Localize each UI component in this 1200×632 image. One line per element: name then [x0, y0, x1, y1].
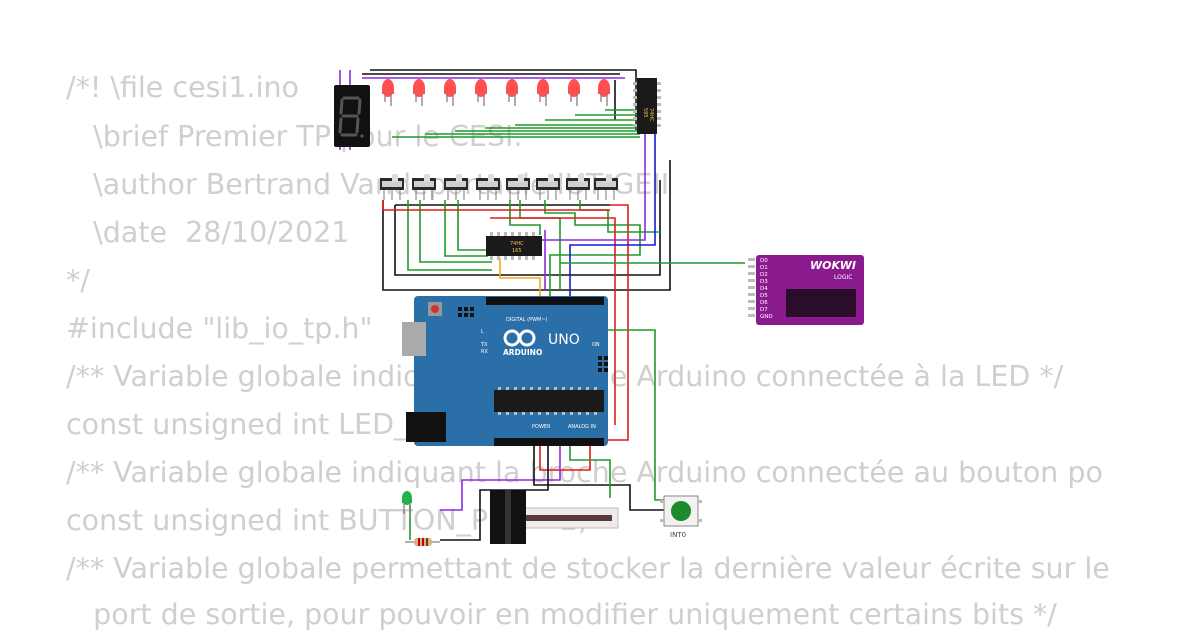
code-line: */ — [66, 264, 90, 297]
channel-label: D3 — [760, 279, 768, 285]
l-label: L — [481, 329, 484, 335]
power-label: POWER — [532, 424, 551, 430]
led-icon — [506, 79, 518, 106]
code-line: /** Variable globale permettant de stock… — [66, 552, 1110, 585]
shift-register-595[interactable]: 74HC 595 — [633, 78, 661, 134]
led-icon — [444, 79, 456, 106]
slide-switch — [476, 174, 500, 200]
slide-switch — [536, 174, 560, 200]
green-led-icon[interactable] — [402, 491, 412, 518]
usb-connector — [402, 322, 426, 356]
channel-label: D4 — [760, 286, 768, 292]
chip-label: 165 — [512, 248, 522, 254]
channel-label: D1 — [760, 265, 768, 271]
channel-label: D2 — [760, 272, 768, 278]
code-line: \date 28/10/2021 — [66, 216, 350, 249]
int0-push-button[interactable]: INT0 — [660, 495, 702, 539]
chip-label: 74HC — [648, 108, 654, 122]
shift-register-165[interactable]: 74HC 165 — [486, 232, 542, 260]
button-label: INT0 — [670, 531, 686, 539]
atmega-chip — [494, 390, 604, 412]
arduino-uno-board[interactable]: DIGITAL (PWM~) ARDUINO UNO ON L TX RX PO… — [402, 296, 608, 446]
channel-label: D7 — [760, 307, 768, 313]
slide-switch — [380, 174, 404, 200]
button-cap[interactable] — [671, 501, 691, 521]
on-label: ON — [592, 342, 600, 348]
power-analog-header — [494, 438, 604, 446]
brand-label: ARDUINO — [503, 348, 542, 357]
slide-switch — [594, 174, 618, 200]
channel-label: GND — [760, 314, 773, 320]
analyzer-brand: WOKWI — [810, 259, 856, 272]
led-icon — [598, 79, 610, 106]
led-icon — [475, 79, 487, 106]
led-icon — [568, 79, 580, 106]
code-line: port de sortie, pour pouvoir en modifier… — [66, 598, 1057, 631]
logic-analyzer[interactable]: WOKWI LOGIC D0 D1 D2 D3 D4 D5 D6 D7 GND — [748, 255, 864, 325]
slide-potentiometer[interactable] — [490, 490, 619, 544]
code-line: #include "lib_io_tp.h" — [66, 312, 373, 345]
slide-switch — [444, 174, 468, 200]
rx-label: RX — [481, 349, 488, 355]
seven-segment-display[interactable] — [334, 85, 370, 147]
slide-switch — [566, 174, 590, 200]
slide-switch-row[interactable] — [380, 174, 618, 200]
slide-switch — [506, 174, 530, 200]
channel-label: D5 — [760, 293, 768, 299]
analog-label: ANALOG IN — [568, 424, 596, 430]
chip-label: 595 — [642, 108, 648, 118]
channel-label: D0 — [760, 258, 768, 264]
led-bar[interactable] — [382, 79, 610, 106]
model-label: UNO — [548, 332, 580, 348]
led-icon — [382, 79, 394, 106]
analyzer-sub: LOGIC — [834, 274, 852, 281]
slide-switch — [412, 174, 436, 200]
tx-label: TX — [480, 342, 488, 348]
code-line: /*! \file cesi1.ino — [66, 71, 299, 104]
power-jack — [406, 412, 446, 442]
code-line: const unsigned int BUTTON_PIN = 2; — [66, 504, 588, 537]
channel-label: D6 — [760, 300, 768, 306]
code-line: \author Bertrand Vandeportaele IUT GEII — [66, 168, 670, 201]
digital-label: DIGITAL (PWM~) — [506, 317, 548, 323]
led-icon — [413, 79, 425, 106]
chip-label: 74HC — [510, 241, 524, 247]
resistor-icon — [405, 538, 440, 546]
digital-header — [486, 297, 604, 305]
led-icon — [537, 79, 549, 106]
code-line: /** Variable globale indiquant la broche… — [66, 456, 1103, 489]
